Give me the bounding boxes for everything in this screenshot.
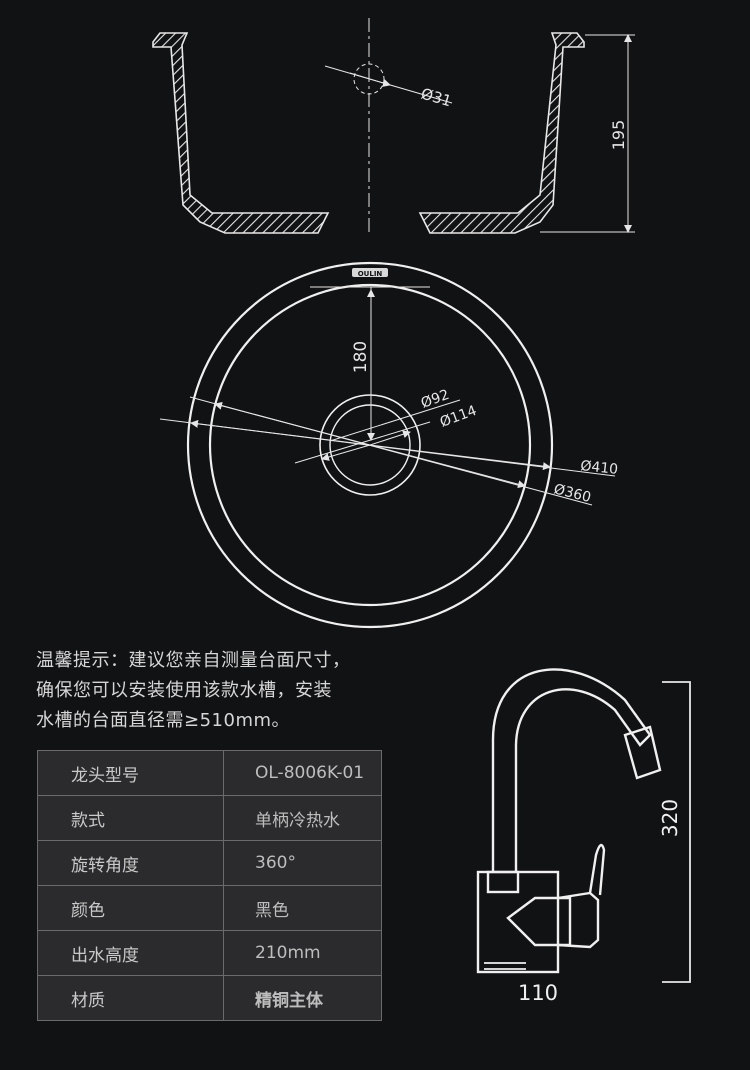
drain-outer-label: Ø114 (438, 403, 479, 431)
spec-label-style: 款式 (37, 795, 224, 841)
faucet-handle (588, 843, 606, 896)
tip-line-1: 温馨提示：建议您亲自测量台面尺寸， (36, 650, 351, 671)
spec-label-outlet-height: 出水高度 (37, 930, 224, 976)
tip-line-3: 水槽的台面直径需≥510mm。 (36, 710, 291, 731)
brand-logo: OULIN (358, 270, 383, 278)
table-row: 出水高度 210mm (37, 930, 382, 976)
spec-value-color: 黑色 (223, 885, 382, 931)
faucet-valve (506, 896, 572, 947)
brand-logo-plate (352, 268, 388, 277)
tip-line-2: 确保您可以安装使用该款水槽，安装 (36, 680, 332, 701)
table-row: 龙头型号 OL-8006K-01 (37, 750, 382, 796)
sink-wall-right (418, 32, 585, 234)
drain-hole-circle (353, 63, 385, 95)
faucet-width-label: 110 (518, 981, 558, 1005)
outer-diameter-label: Ø410 (580, 458, 619, 478)
spec-value-outlet-height: 210mm (223, 930, 382, 976)
faucet-spec-table: 龙头型号 OL-8006K-01 款式 单柄冷热水 旋转角度 360° 颜色 黑… (37, 750, 382, 1021)
sink-plan-view (186, 261, 554, 629)
drain-outer-circle (319, 394, 421, 496)
table-row: 旋转角度 360° (37, 840, 382, 886)
faucet-drawing (476, 668, 662, 974)
plan-dimension-lines (159, 286, 616, 506)
spec-value-model: OL-8006K-01 (223, 750, 382, 796)
sink-section-annotations (324, 18, 635, 233)
drain-inner-leader (329, 399, 461, 442)
faucet-spout (491, 668, 652, 872)
table-row: 材质 精铜主体 (37, 975, 382, 1021)
table-row: 款式 单柄冷热水 (37, 795, 382, 841)
spec-value-rotation: 360° (223, 840, 382, 886)
faucet-dimension-lines (662, 681, 691, 983)
inner-bowl-circle (208, 283, 532, 607)
spec-label-rotation: 旋转角度 (37, 840, 224, 886)
spec-label-material: 材质 (37, 975, 224, 1021)
drain-diameter-label: Ø31 (419, 85, 454, 111)
faucet-height-label: 320 (658, 799, 682, 837)
spec-value-style: 单柄冷热水 (223, 795, 382, 841)
depth-label: 180 (351, 341, 371, 373)
spec-value-material: 精铜主体 (223, 975, 382, 1021)
measurement-tip: 温馨提示：建议您亲自测量台面尺寸， 确保您可以安装使用该款水槽，安装 水槽的台面… (36, 646, 396, 736)
table-row: 颜色 黑色 (37, 885, 382, 931)
sink-height-label: 195 (609, 120, 628, 151)
drain-inner-circle (329, 404, 411, 486)
faucet-spout-tip (623, 725, 662, 780)
sink-section-view (152, 32, 585, 234)
sink-wall-left (152, 32, 330, 234)
spec-label-color: 颜色 (37, 885, 224, 931)
inner-diameter-label: Ø360 (552, 481, 592, 506)
outer-rim-circle (186, 261, 554, 629)
spec-label-model: 龙头型号 (37, 750, 224, 796)
